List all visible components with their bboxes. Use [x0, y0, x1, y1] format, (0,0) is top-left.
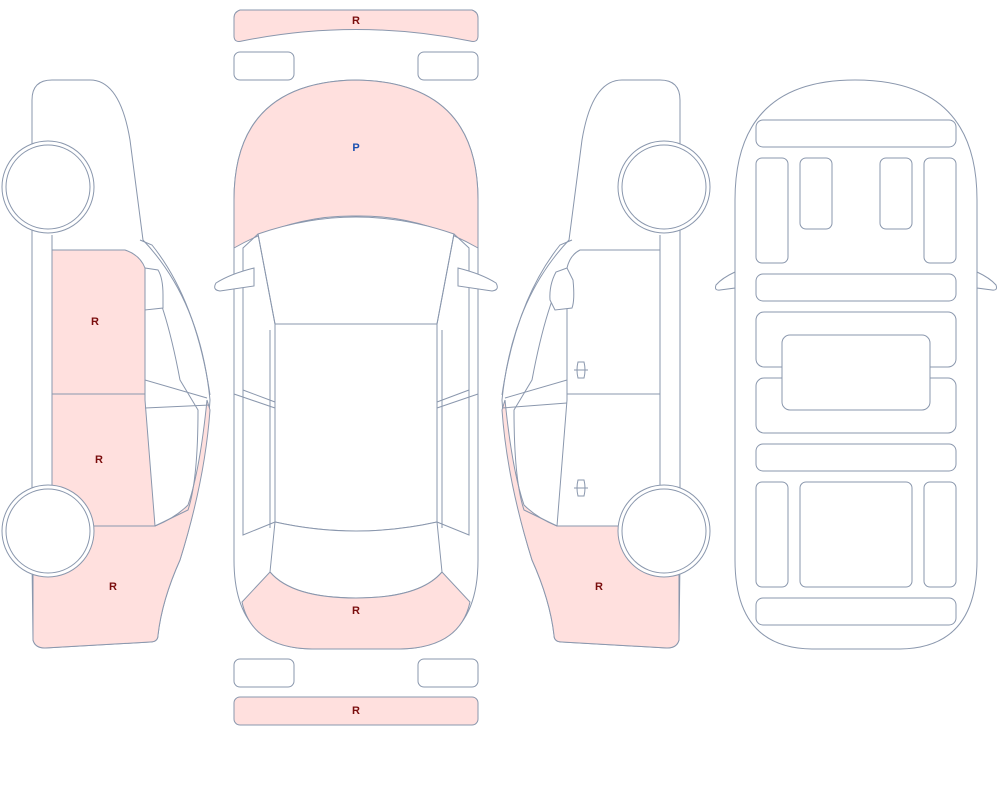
steering-console-right[interactable]	[879, 157, 913, 230]
roof[interactable]	[274, 323, 438, 532]
front-left-seat[interactable]	[755, 157, 789, 264]
right-mirror[interactable]	[549, 267, 575, 311]
rear-left-seat[interactable]	[755, 481, 789, 588]
interior-left-mirror[interactable]	[715, 271, 736, 291]
right-front-wheel[interactable]	[617, 140, 711, 234]
hood[interactable]	[233, 79, 479, 249]
right-side-view: R	[501, 79, 711, 649]
front-seat-bar[interactable]	[755, 273, 957, 302]
left-mirror[interactable]	[144, 267, 164, 311]
right-mirror-top[interactable]	[457, 267, 498, 292]
right-headlight[interactable]	[417, 51, 479, 81]
left-rear-quarter-marker: R	[109, 581, 117, 593]
left-pillar-b	[144, 379, 211, 409]
left-side-view: R R R	[1, 79, 211, 649]
right-front-wheel-inner	[621, 144, 707, 230]
right-pillar-b	[501, 379, 568, 409]
steering-console-left[interactable]	[799, 157, 833, 230]
top-view: R P R R	[214, 9, 498, 726]
right-a-pillar-top	[436, 233, 455, 325]
left-taillight[interactable]	[233, 658, 295, 688]
right-taillight[interactable]	[417, 658, 479, 688]
left-mirror-top[interactable]	[214, 267, 255, 292]
left-front-wheel-inner	[5, 144, 91, 230]
left-rear-wheel-inner	[5, 488, 91, 574]
left-rear-quarter[interactable]	[32, 399, 211, 649]
left-a-pillar-top	[257, 233, 276, 325]
hood-marker: P	[352, 142, 359, 154]
right-rear-wheel-inner	[621, 488, 707, 574]
dashboard[interactable]	[755, 119, 957, 148]
interior-right-mirror[interactable]	[976, 271, 997, 291]
right-rear-quarter[interactable]	[501, 399, 680, 649]
right-rear-wheel[interactable]	[617, 484, 711, 578]
right-a-pillar	[501, 239, 573, 396]
trunk-marker: R	[352, 605, 360, 617]
rear-right-seat[interactable]	[923, 481, 957, 588]
front-bumper-marker: R	[352, 15, 360, 27]
left-a-pillar	[139, 239, 211, 396]
rear-seat-bar[interactable]	[755, 443, 957, 472]
left-front-door-marker: R	[91, 316, 99, 328]
trunk-floor[interactable]	[755, 597, 957, 626]
windshield[interactable]	[257, 216, 455, 325]
left-headlight[interactable]	[233, 51, 295, 81]
cargo-area[interactable]	[799, 481, 913, 588]
right-front-door[interactable]	[566, 249, 661, 395]
left-rear-door-marker: R	[95, 454, 103, 466]
center-console[interactable]	[781, 334, 931, 411]
left-rear-wheel[interactable]	[1, 484, 95, 578]
front-bumper[interactable]	[233, 9, 479, 42]
rear-bumper[interactable]	[233, 696, 479, 726]
front-right-seat[interactable]	[923, 157, 957, 264]
interior-view	[715, 79, 997, 650]
rear-window[interactable]	[269, 521, 443, 599]
right-rear-quarter-marker: R	[595, 581, 603, 593]
trunk[interactable]	[241, 571, 471, 650]
left-front-wheel[interactable]	[1, 140, 95, 234]
left-front-door[interactable]	[51, 249, 146, 395]
rear-bumper-marker: R	[352, 705, 360, 717]
